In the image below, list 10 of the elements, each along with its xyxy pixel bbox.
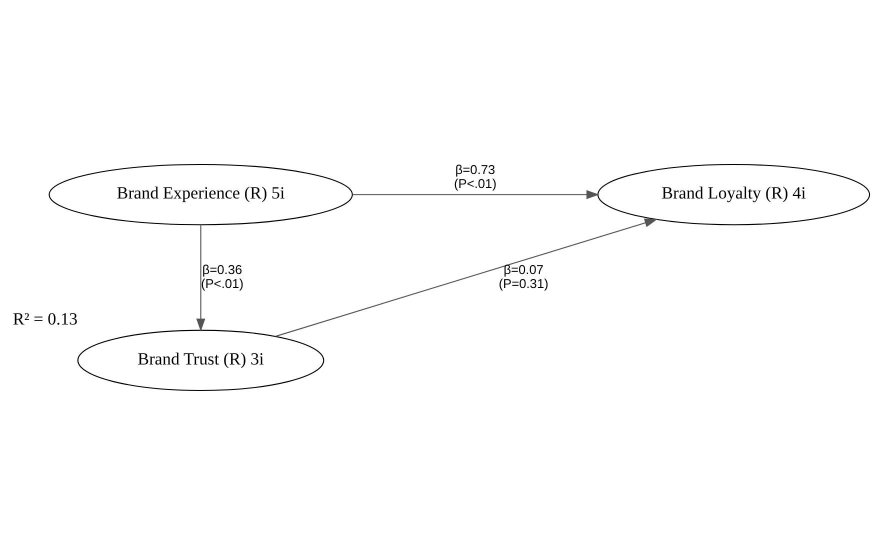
edge-label: β=0.36 (P<.01) (200, 262, 244, 291)
arrow (276, 218, 658, 337)
edge-label: β=0.07 (P=0.31) (498, 262, 548, 291)
arrow (196, 225, 206, 332)
edge-label: β=0.73 (P<.01) (454, 162, 496, 191)
node-ellipse: Brand Experience (R) 5i (48, 164, 353, 226)
node-ellipse: Brand Trust (R) 3i (77, 330, 324, 392)
arrow (352, 190, 600, 200)
node-ellipse: Brand Loyalty (R) 4i (597, 164, 870, 226)
node-label: R² = 0.13 (12, 309, 78, 328)
